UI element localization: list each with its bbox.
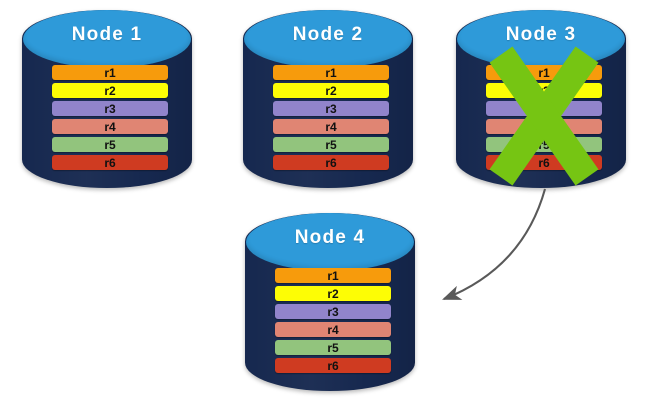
record-label: r2 (104, 83, 116, 98)
record-row[interactable]: r6 (275, 358, 391, 373)
node-2[interactable]: Node 2 r1 r2 r3 r4 r5 r6 (243, 10, 413, 188)
record-label: r6 (327, 358, 339, 373)
node-3-records: r1 r2 r3 r4 r5 r6 (486, 65, 602, 170)
node-1-records: r1 r2 r3 r4 r5 r6 (52, 65, 168, 170)
record-row[interactable]: r6 (486, 155, 602, 170)
record-row[interactable]: r1 (275, 268, 391, 283)
record-label: r1 (325, 65, 337, 80)
record-row[interactable]: r4 (486, 119, 602, 134)
record-label: r4 (327, 322, 339, 337)
record-label: r3 (104, 101, 116, 116)
record-label: r6 (538, 155, 550, 170)
record-label: r3 (538, 101, 550, 116)
record-row[interactable]: r5 (273, 137, 389, 152)
record-label: r1 (104, 65, 116, 80)
record-label: r6 (104, 155, 116, 170)
node-2-title: Node 2 (292, 24, 364, 45)
record-row[interactable]: r1 (486, 65, 602, 80)
record-row[interactable]: r1 (273, 65, 389, 80)
record-row[interactable]: r3 (52, 101, 168, 116)
node-3-title: Node 3 (505, 24, 577, 45)
record-row[interactable]: r2 (275, 286, 391, 301)
record-row[interactable]: r3 (273, 101, 389, 116)
node-1-title: Node 1 (71, 24, 143, 45)
record-label: r5 (325, 137, 337, 152)
record-row[interactable]: r5 (52, 137, 168, 152)
record-row[interactable]: r4 (52, 119, 168, 134)
node-4-cylinder-top (246, 213, 414, 271)
record-label: r2 (327, 286, 339, 301)
node-3[interactable]: Node 3 r1 r2 r3 r4 r5 r6 (456, 10, 626, 188)
record-label: r2 (325, 83, 337, 98)
record-label: r3 (327, 304, 339, 319)
record-row[interactable]: r5 (275, 340, 391, 355)
record-label: r1 (538, 65, 550, 80)
record-label: r5 (538, 137, 550, 152)
node-4-records: r1 r2 r3 r4 r5 r6 (275, 268, 391, 373)
record-row[interactable]: r6 (273, 155, 389, 170)
node-1-cylinder-top (23, 10, 191, 68)
record-row[interactable]: r1 (52, 65, 168, 80)
record-row[interactable]: r4 (275, 322, 391, 337)
node-2-cylinder-top (244, 10, 412, 68)
record-row[interactable]: r2 (273, 83, 389, 98)
record-row[interactable]: r4 (273, 119, 389, 134)
record-row[interactable]: r2 (52, 83, 168, 98)
record-label: r3 (325, 101, 337, 116)
node-2-records: r1 r2 r3 r4 r5 r6 (273, 65, 389, 170)
record-label: r4 (104, 119, 116, 134)
record-label: r1 (327, 268, 339, 283)
record-label: r5 (327, 340, 339, 355)
record-row[interactable]: r5 (486, 137, 602, 152)
record-row[interactable]: r2 (486, 83, 602, 98)
record-label: r4 (538, 119, 550, 134)
record-label: r5 (104, 137, 116, 152)
record-row[interactable]: r3 (486, 101, 602, 116)
node-4-title: Node 4 (294, 227, 366, 248)
record-label: r4 (325, 119, 337, 134)
node-1[interactable]: Node 1 r1 r2 r3 r4 r5 r6 (22, 10, 192, 188)
node-4[interactable]: Node 4 r1 r2 r3 r4 r5 r6 (245, 213, 415, 391)
record-label: r6 (325, 155, 337, 170)
record-row[interactable]: r3 (275, 304, 391, 319)
record-label: r2 (538, 83, 550, 98)
record-row[interactable]: r6 (52, 155, 168, 170)
replication-arrow-path (442, 188, 547, 300)
